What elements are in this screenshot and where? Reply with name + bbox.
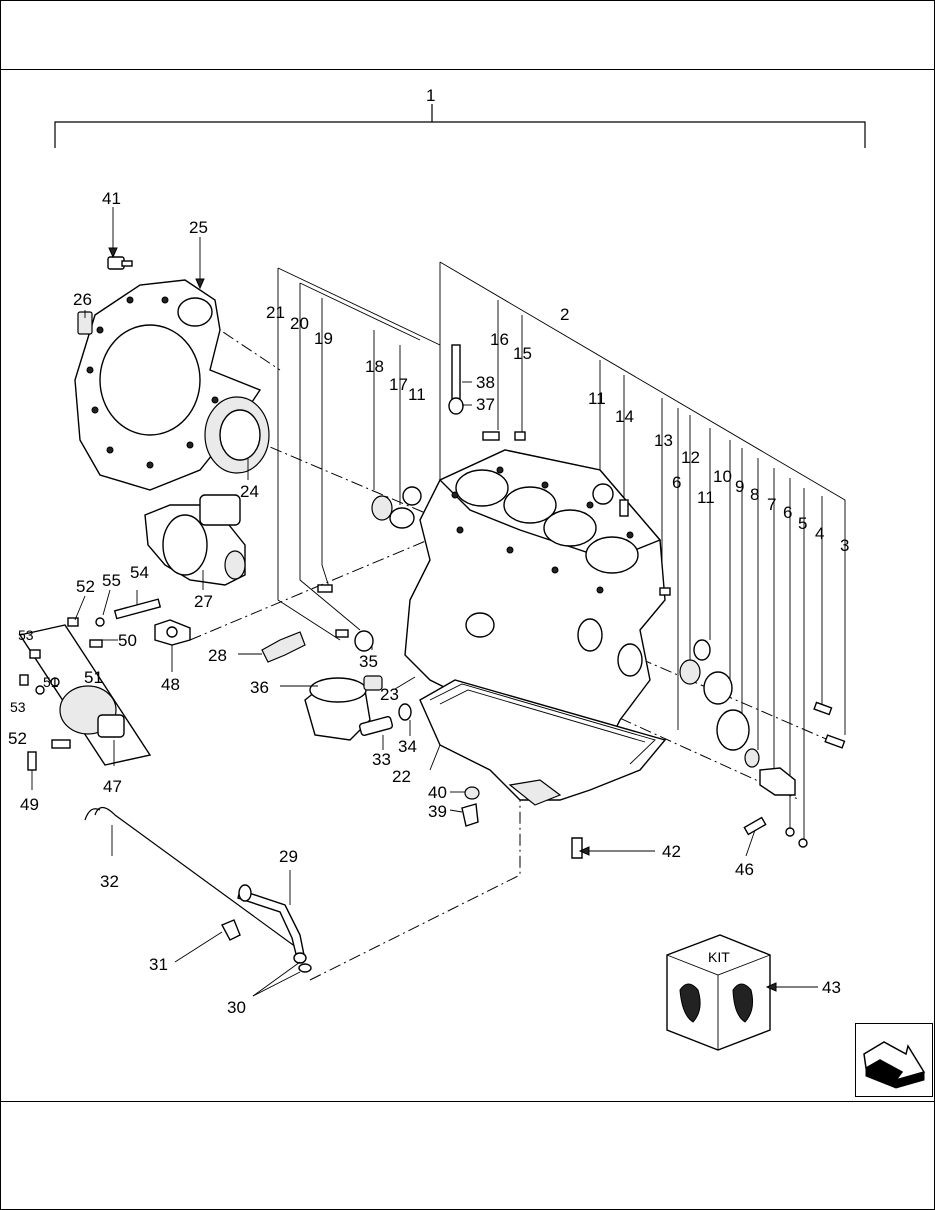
bracket-1	[54, 104, 866, 148]
callout-4: 4	[815, 524, 824, 543]
callout-7: 7	[767, 495, 776, 514]
seal-35	[354, 630, 374, 652]
callout-41: 41	[102, 189, 121, 208]
callout-31: 31	[149, 955, 168, 974]
callout-28: 28	[208, 646, 227, 665]
callout-51a: 51	[84, 668, 103, 687]
dipstick	[84, 806, 301, 951]
next-page-button[interactable]	[855, 1023, 933, 1097]
oil-filter	[304, 675, 383, 741]
callout-52a: 52	[76, 577, 95, 596]
leader-lines	[277, 261, 846, 840]
callout-38: 38	[476, 373, 495, 392]
callout-50: 50	[118, 631, 137, 650]
callout-11b: 11	[588, 389, 606, 408]
callout-49: 49	[20, 795, 39, 814]
callout-51b: 51	[43, 674, 59, 690]
header-rule	[0, 69, 935, 70]
gasket-48	[154, 619, 191, 646]
callout-34: 34	[398, 737, 417, 756]
callout-46: 46	[735, 860, 754, 879]
kit-label: KIT	[708, 949, 730, 965]
callout-9: 9	[735, 477, 744, 496]
arrow-leaders	[31, 207, 818, 997]
callout-43: 43	[822, 978, 841, 997]
oil-seal	[204, 396, 270, 474]
bolt-41	[107, 256, 133, 270]
callout-3: 3	[840, 536, 849, 555]
callout-29: 29	[279, 847, 298, 866]
callout-30: 30	[227, 998, 246, 1017]
callout-6b: 6	[672, 473, 681, 492]
callout-23: 23	[380, 685, 399, 704]
callout-20: 20	[290, 314, 309, 333]
callout-42: 42	[662, 842, 681, 861]
oil-pressure-switch	[261, 631, 306, 663]
callout-22: 22	[392, 767, 411, 786]
dipstick-tube	[221, 884, 312, 973]
callout-48: 48	[161, 675, 180, 694]
callout-52b: 52	[8, 729, 27, 748]
callout-18: 18	[365, 357, 384, 376]
callout-11c: 11	[408, 385, 426, 404]
ring-34	[398, 703, 412, 721]
callout-53b: 53	[10, 699, 26, 715]
callout-26: 26	[73, 290, 92, 309]
bolt-33	[358, 716, 394, 736]
callout-14: 14	[615, 407, 634, 426]
callout-12: 12	[681, 448, 700, 467]
bearings	[679, 639, 846, 848]
callout-1: 1	[426, 86, 435, 105]
callout-47: 47	[103, 777, 122, 796]
fuel-pump-assembly	[18, 624, 152, 766]
callout-27: 27	[194, 592, 213, 611]
callout-2: 2	[560, 305, 569, 324]
callout-33: 33	[372, 750, 391, 769]
callout-15: 15	[513, 344, 532, 363]
callout-21: 21	[266, 303, 285, 322]
callout-11a: 11	[697, 488, 715, 507]
callout-32: 32	[100, 872, 119, 891]
callout-labels: 1 2 3 4 5 6 6 7 8 9 10 11 11 11 11 12 13…	[8, 86, 849, 1017]
footer-rule	[0, 1101, 935, 1102]
callout-53a: 53	[18, 627, 34, 643]
callout-35: 35	[359, 652, 378, 671]
starter-motor	[144, 494, 246, 586]
callout-55: 55	[102, 571, 121, 590]
callout-6a: 6	[783, 503, 792, 522]
callout-13: 13	[654, 431, 673, 450]
callout-16: 16	[490, 330, 509, 349]
callout-17: 17	[389, 375, 408, 394]
callout-37: 37	[476, 395, 495, 414]
callout-25: 25	[189, 218, 208, 237]
callout-36: 36	[250, 678, 269, 697]
small-hardware	[19, 598, 162, 771]
oil-pan	[419, 679, 667, 806]
callout-39: 39	[428, 802, 447, 821]
callout-40: 40	[428, 783, 447, 802]
kit-box: KIT	[666, 934, 771, 1051]
callout-19: 19	[314, 329, 333, 348]
callout-54: 54	[130, 563, 149, 582]
upper-plugs	[317, 344, 671, 638]
callout-10: 10	[713, 467, 732, 486]
callout-24: 24	[240, 482, 259, 501]
next-page-arrow-icon	[863, 1041, 926, 1089]
callout-8: 8	[750, 485, 759, 504]
nuts	[461, 786, 583, 859]
callout-5: 5	[798, 514, 807, 533]
